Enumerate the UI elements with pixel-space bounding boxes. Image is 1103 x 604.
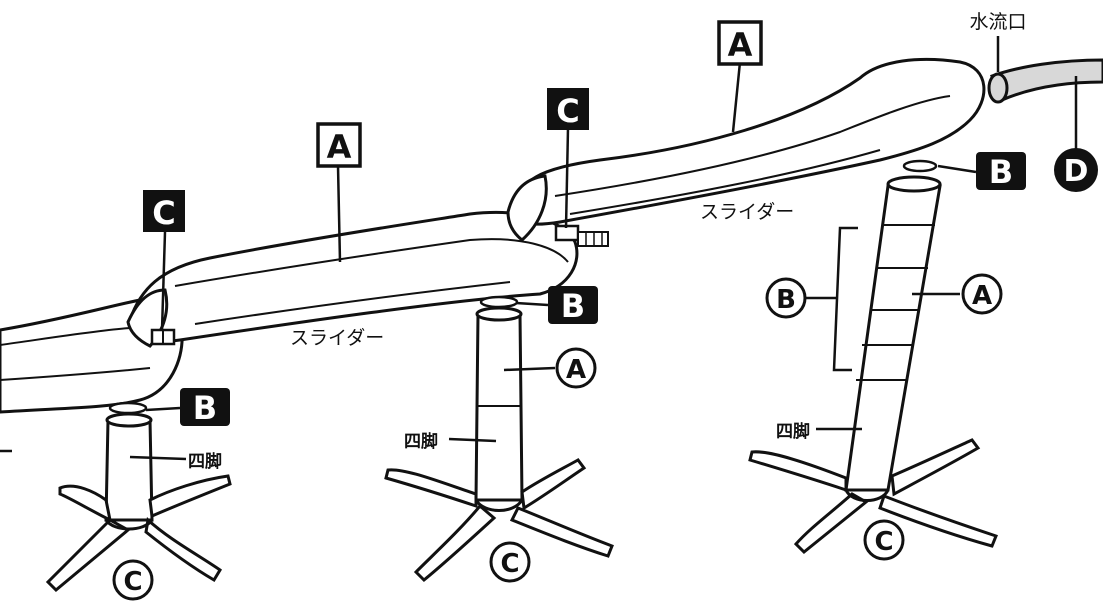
svg-text:A: A [566, 355, 586, 385]
leader-lines [0, 36, 1078, 461]
stand-left [45, 401, 232, 593]
marker-c-circle-1: C [112, 559, 154, 601]
svg-text:B: B [561, 287, 585, 325]
marker-a-box-2: A [717, 20, 763, 66]
label-four-legs-1: 四脚 [188, 451, 222, 472]
marker-b-box-3: B [976, 152, 1026, 191]
svg-text:A: A [972, 281, 992, 311]
stand-middle [384, 295, 614, 583]
marker-c-circle-3: C [863, 519, 905, 561]
marker-d-circle: D [1054, 148, 1098, 192]
marker-c-box-2: C [547, 88, 589, 130]
label-four-legs-2: 四脚 [404, 431, 438, 452]
svg-text:A: A [728, 26, 753, 64]
label-four-legs-3: 四脚 [776, 421, 810, 442]
label-slider-1: スライダー [700, 201, 794, 223]
marker-b-circle: B [765, 277, 807, 319]
svg-text:D: D [1064, 154, 1089, 189]
marker-a-circle-2: A [961, 273, 1003, 315]
svg-text:C: C [874, 527, 893, 557]
label-water-inlet: 水流口 [969, 11, 1026, 33]
stand-right [748, 159, 998, 555]
svg-text:C: C [500, 549, 519, 579]
svg-text:C: C [152, 194, 175, 232]
svg-text:C: C [123, 567, 142, 597]
label-slider-2: スライダー [290, 327, 384, 349]
marker-b-box-1: B [180, 388, 230, 427]
marker-c-box-1: C [143, 190, 185, 232]
marker-b-box-2: B [548, 286, 598, 325]
svg-text:B: B [776, 285, 796, 315]
svg-text:B: B [193, 389, 217, 427]
svg-text:A: A [327, 128, 352, 166]
slide-section-right [506, 57, 986, 247]
svg-text:C: C [556, 92, 579, 130]
hose [987, 58, 1103, 104]
marker-a-box-1: A [316, 122, 362, 168]
marker-a-circle-1: A [555, 347, 597, 389]
marker-c-circle-2: C [489, 541, 531, 583]
svg-text:B: B [989, 153, 1013, 191]
